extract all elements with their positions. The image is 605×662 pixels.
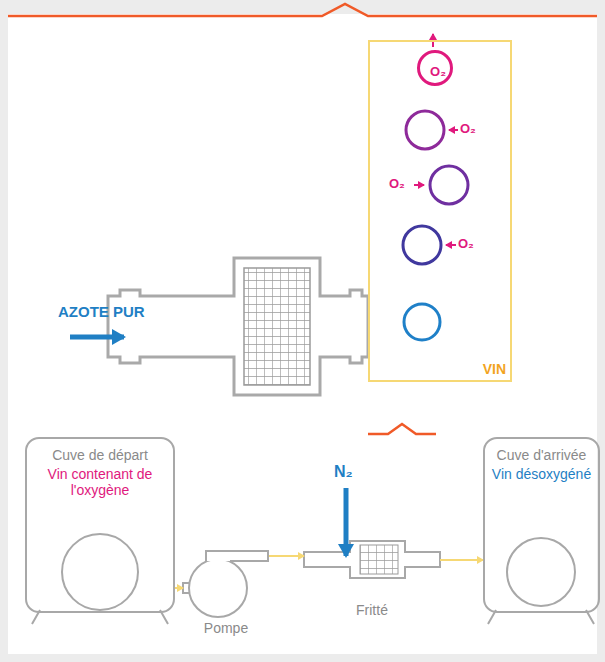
flow-arrow: [175, 587, 183, 589]
start-tank: Cuve de départVin contenant de l'oxygène: [25, 437, 175, 613]
node-title: Cuve de départ: [52, 447, 148, 463]
top-rule: [8, 4, 597, 16]
bubble: [404, 304, 440, 340]
o2-arrow: [414, 184, 424, 186]
wine-zone: VIN O₂: [368, 40, 512, 382]
oxygen-bubble: O₂: [417, 50, 453, 86]
oxygen-label: O₂: [389, 176, 405, 191]
node-title: Pompe: [202, 620, 250, 636]
tank-parts: [32, 534, 594, 624]
node-body: Vin contenant de l'oxygène: [33, 466, 167, 498]
oxygen-label: O₂: [458, 236, 474, 251]
nitrogen-arrow: [70, 335, 124, 340]
oxygen-label: O₂: [460, 121, 476, 136]
flow-arrow: [440, 559, 483, 561]
o2-arrow: [449, 129, 458, 131]
o2-arrow: [446, 244, 456, 246]
flow-arrow: [269, 555, 304, 557]
end-tank: Cuve d'arrivéeVin désoxygéné: [483, 437, 600, 613]
node-title: VIN: [483, 361, 506, 377]
node-body: Vin désoxygéné: [492, 466, 591, 482]
gas-label: N₂: [334, 463, 353, 481]
frit-small: [304, 541, 440, 578]
n2-arrow: [344, 488, 349, 556]
pump-drawing: [183, 551, 268, 617]
gas-label: AZOTE PUR: [58, 303, 145, 320]
mid-rule: [368, 424, 436, 434]
node-title: Fritté: [354, 602, 390, 618]
frit: Fritté: [304, 532, 440, 618]
frit-drawing: [108, 258, 368, 395]
bubble: [430, 166, 468, 204]
pump: Pompe: [183, 548, 269, 636]
node-title: Cuve d'arrivée: [497, 447, 587, 463]
node-title: O₂: [430, 65, 446, 80]
bubble: [403, 226, 441, 264]
bubble: [406, 111, 444, 149]
